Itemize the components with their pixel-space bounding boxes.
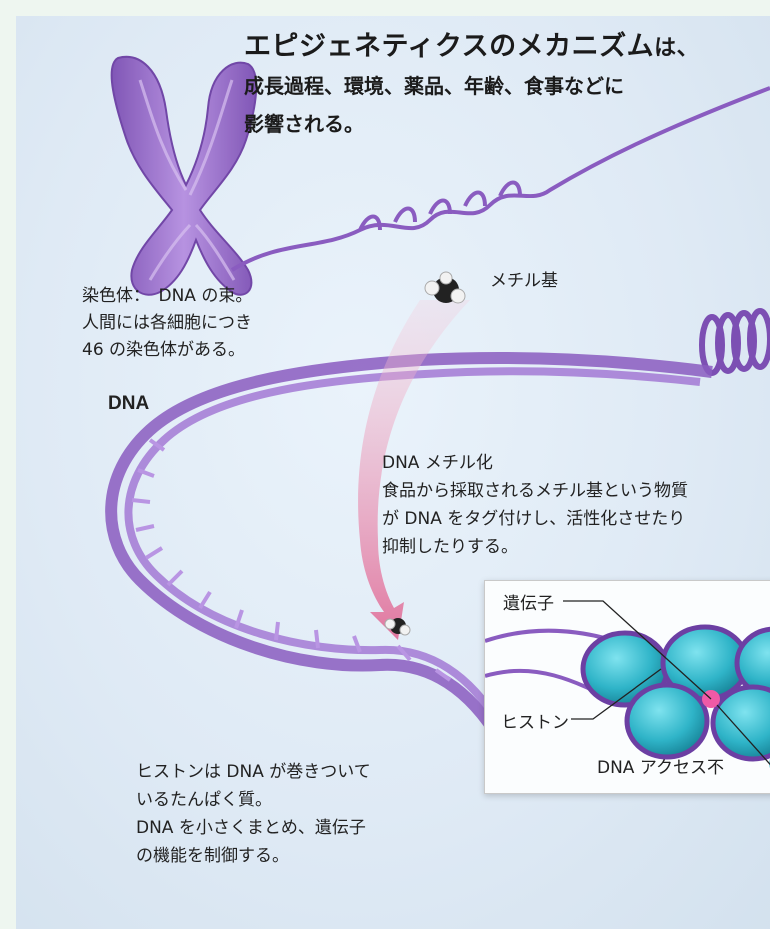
headline-main: エピジェネティクスのメカニズム — [244, 31, 654, 62]
subtitle-line-2: 影響される。 — [244, 108, 364, 137]
histone-cluster — [583, 627, 770, 759]
dna-label: DNA — [108, 393, 149, 415]
histone-label: ヒストン — [501, 708, 569, 733]
methylation-note-title: DNA メチル化 — [382, 449, 770, 477]
headline-suffix: は、 — [654, 36, 699, 61]
methylation-note-line: 抑制したりする。 — [382, 533, 770, 561]
subtitle-line-1: 成長過程、環境、薬品、年齢、食事などに — [244, 70, 624, 99]
attached-methyl-icon — [385, 618, 410, 635]
gene-label: 遺伝子 — [503, 589, 554, 614]
methyl-group-icon — [425, 272, 465, 303]
chromosome-note-line: 人間には各細胞につき — [82, 310, 322, 337]
histone-note-line: ヒストンは DNA が巻きついて — [136, 758, 436, 786]
histone-note: ヒストンは DNA が巻きついて いるたんぱく質。 DNA を小さくまとめ、遺伝… — [136, 758, 436, 870]
chromosome-note-line: 46 の染色体がある。 — [82, 337, 322, 364]
methylation-note-line: が DNA をタグ付けし、活性化させたり — [382, 505, 770, 533]
histone-inset: 遺伝子 ヒストン DNA アクセス不 — [484, 580, 770, 794]
chromosome-note: 染色体： DNA の束。 人間には各細胞につき 46 の染色体がある。 — [82, 283, 322, 364]
methylation-note: DNA メチル化 食品から採取されるメチル基という物質 が DNA をタグ付けし… — [382, 449, 770, 561]
histone-note-line: いるたんぱく質。 — [136, 786, 436, 814]
methylation-note-line: 食品から採取されるメチル基という物質 — [382, 477, 770, 505]
histone-note-line: DNA を小さくまとめ、遺伝子 — [136, 814, 436, 842]
dna-access-label: DNA アクセス不 — [597, 753, 724, 778]
headline: エピジェネティクスのメカニズムは、 — [244, 24, 699, 63]
methyl-group-label: メチル基 — [490, 266, 558, 291]
dna-coil — [702, 311, 770, 373]
chromosome-note-line: 染色体： DNA の束。 — [82, 283, 322, 310]
chromosome — [112, 57, 257, 295]
histone-note-line: の機能を制御する。 — [136, 842, 436, 870]
